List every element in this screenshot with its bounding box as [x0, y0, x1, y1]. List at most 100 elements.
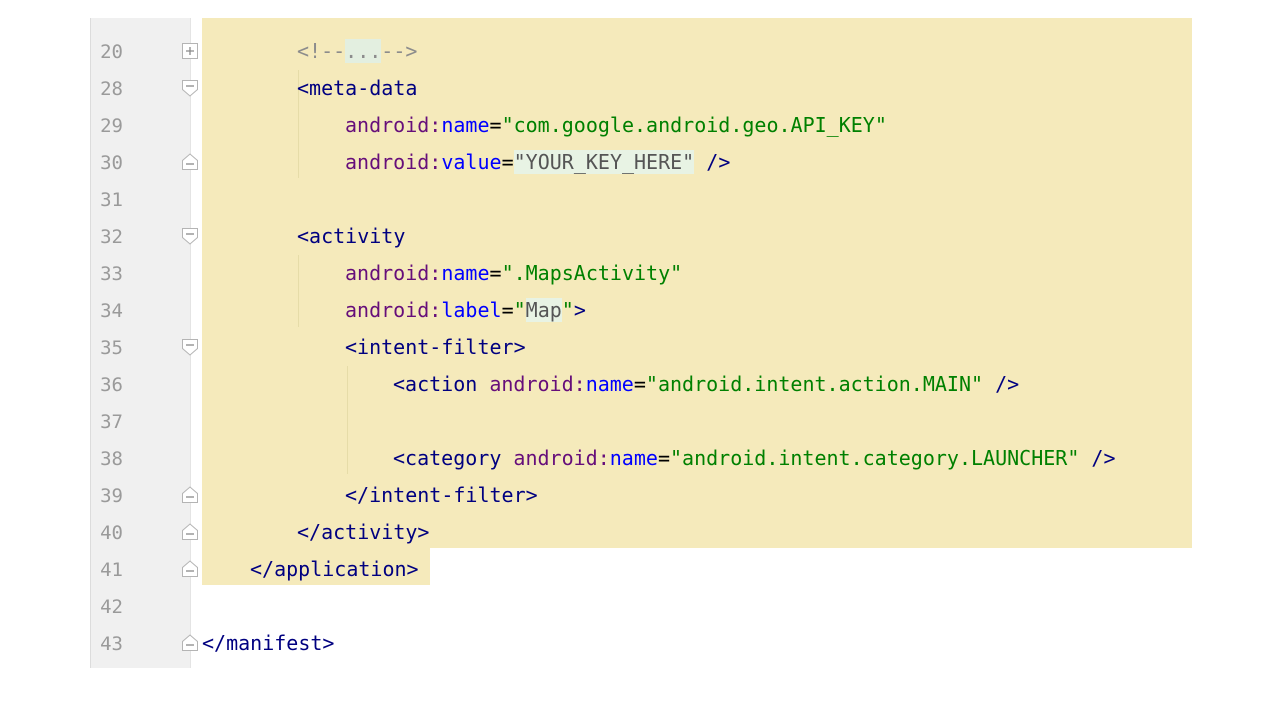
colon: : [429, 113, 442, 137]
code-text: </application> [250, 558, 419, 580]
code-line[interactable]: 28 <meta-data [90, 70, 1192, 107]
code-text: </manifest> [202, 632, 334, 654]
code-text: <meta-data [297, 77, 417, 99]
colon: : [573, 372, 586, 396]
collapse-fold-icon[interactable] [181, 227, 199, 245]
xml-namespace: android [513, 446, 598, 470]
line-number: 20 [100, 41, 123, 63]
quote: " [561, 298, 574, 322]
xml-attribute: label [441, 298, 502, 322]
comment-close: --> [381, 39, 418, 63]
line-number: 38 [100, 448, 123, 470]
code-line[interactable]: 41 </application> [90, 551, 1192, 588]
colon: : [429, 261, 442, 285]
line-number: 37 [100, 411, 123, 433]
code-line[interactable]: 20 <!--...--> [90, 33, 1192, 70]
line-number: 29 [100, 115, 123, 137]
xml-namespace: android [345, 113, 430, 137]
xml-tag: </intent-filter [345, 483, 526, 507]
line-number: 43 [100, 633, 123, 655]
code-line[interactable]: 33 android:name=".MapsActivity" [90, 255, 1192, 292]
xml-tag: </activity [297, 520, 418, 544]
equals: = [657, 446, 670, 470]
expand-fold-icon[interactable] [181, 42, 199, 60]
colon: : [597, 446, 610, 470]
code-line[interactable]: 29 android:name="com.google.android.geo.… [90, 107, 1192, 144]
code-text: </activity> [297, 521, 429, 543]
code-text: </intent-filter> [345, 484, 538, 506]
code-line[interactable]: 43 </manifest> [90, 625, 1192, 662]
tag-end: > [573, 298, 586, 322]
line-number: 28 [100, 78, 123, 100]
code-text: android:label="Map"> [345, 298, 586, 322]
code-line[interactable]: 37 [90, 403, 1192, 440]
code-text: <intent-filter> [345, 336, 526, 358]
fold-end-icon[interactable] [181, 486, 199, 504]
line-number: 40 [100, 522, 123, 544]
line-number: 32 [100, 226, 123, 248]
line-number: 35 [100, 337, 123, 359]
xml-tag: <intent-filter [345, 335, 514, 359]
tag-end: > [525, 483, 538, 507]
code-text: android:name="com.google.android.geo.API… [345, 114, 887, 136]
indent-guide [347, 366, 348, 474]
folded-comment[interactable]: ... [345, 39, 382, 63]
line-number: 30 [100, 152, 123, 174]
scope-highlight-tail [202, 548, 430, 585]
line-number: 34 [100, 300, 123, 322]
colon: : [429, 298, 442, 322]
tag-end: > [322, 631, 335, 655]
xml-namespace: android [345, 150, 430, 174]
indent-guide [298, 70, 299, 178]
code-text: <action android:name="android.intent.act… [393, 373, 1019, 395]
code-line[interactable]: 19 [90, 18, 1192, 25]
colon: : [429, 150, 442, 174]
xml-namespace: android [489, 372, 574, 396]
code-text: <category android:name="android.intent.c… [393, 447, 1116, 469]
code-line[interactable]: 36 <action android:name="android.intent.… [90, 366, 1192, 403]
xml-attribute: value [441, 150, 502, 174]
fold-end-icon[interactable] [181, 560, 199, 578]
equals: = [501, 298, 514, 322]
code-text: <activity [297, 225, 405, 247]
xml-namespace: android [345, 261, 430, 285]
xml-tag: </application [250, 557, 407, 581]
line-number: 31 [100, 189, 123, 211]
code-line[interactable]: 40 </activity> [90, 514, 1192, 551]
code-line[interactable]: 32 <activity [90, 218, 1192, 255]
equals: = [501, 150, 514, 174]
scope-highlight [202, 18, 1192, 548]
xml-attribute: name [441, 261, 490, 285]
line-number: 36 [100, 374, 123, 396]
xml-value: "android.intent.category.LAUNCHER" [669, 446, 1080, 470]
xml-tag: </manifest [202, 631, 323, 655]
fold-end-icon[interactable] [181, 634, 199, 652]
code-line[interactable]: 35 <intent-filter> [90, 329, 1192, 366]
xml-value: "android.intent.action.MAIN" [645, 372, 984, 396]
code-line[interactable]: 38 <category android:name="android.inten… [90, 440, 1192, 477]
collapse-fold-icon[interactable] [181, 79, 199, 97]
code-line[interactable]: 34 android:label="Map"> [90, 292, 1192, 329]
code-text: <!--...--> [297, 39, 418, 63]
code-line[interactable]: 42 [90, 588, 1192, 625]
string-resource-hint[interactable]: Map [525, 298, 562, 322]
comment-open: <!-- [297, 39, 346, 63]
tag-end: > [513, 335, 526, 359]
xml-tag: <category [393, 446, 502, 470]
code-line[interactable]: 39 </intent-filter> [90, 477, 1192, 514]
code-line[interactable]: 31 [90, 181, 1192, 218]
xml-tag: <action [393, 372, 478, 396]
indent-guide [298, 255, 299, 327]
fold-end-icon[interactable] [181, 523, 199, 541]
line-number: 41 [100, 559, 123, 581]
tag-end: > [406, 557, 419, 581]
collapse-fold-icon[interactable] [181, 338, 199, 356]
line-number: 42 [100, 596, 123, 618]
xml-attribute: name [441, 113, 490, 137]
xml-tag: <meta-data [297, 76, 418, 100]
xml-value-hint: "YOUR_KEY_HERE" [513, 150, 695, 174]
fold-end-icon[interactable] [181, 153, 199, 171]
code-line[interactable]: 30 android:value="YOUR_KEY_HERE" /> [90, 144, 1192, 181]
xml-value: "com.google.android.geo.API_KEY" [501, 113, 887, 137]
code-editor[interactable]: 19 20 <!--...--> 28 <meta-data 29 androi… [90, 18, 1192, 668]
